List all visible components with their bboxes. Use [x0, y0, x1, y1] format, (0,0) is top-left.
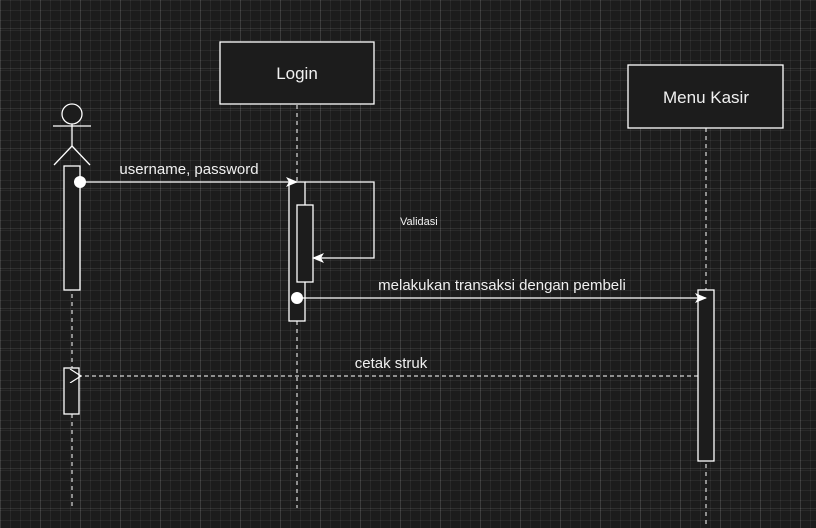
- message-4-label: cetak struk: [355, 355, 428, 372]
- actor-stick-figure-icon[interactable]: [53, 103, 91, 166]
- actor-activation-bar-1[interactable]: [63, 165, 81, 291]
- login-participant-label: Login: [276, 64, 318, 83]
- menu-kasir-participant-box[interactable]: [627, 64, 784, 129]
- message-3-label: melakukan transaksi dengan pembeli: [378, 277, 626, 294]
- message-2-self-arrow[interactable]: [305, 181, 375, 263]
- menu-kasir-participant-label: Menu Kasir: [663, 88, 749, 107]
- login-self-activation-bar[interactable]: [296, 204, 314, 283]
- message-1-label: username, password: [119, 161, 258, 178]
- actor-activation-bar-2[interactable]: [63, 367, 80, 415]
- message-2-label: Validasi: [400, 216, 438, 228]
- menu-kasir-activation-bar[interactable]: [697, 289, 715, 462]
- login-participant-box[interactable]: [219, 41, 375, 105]
